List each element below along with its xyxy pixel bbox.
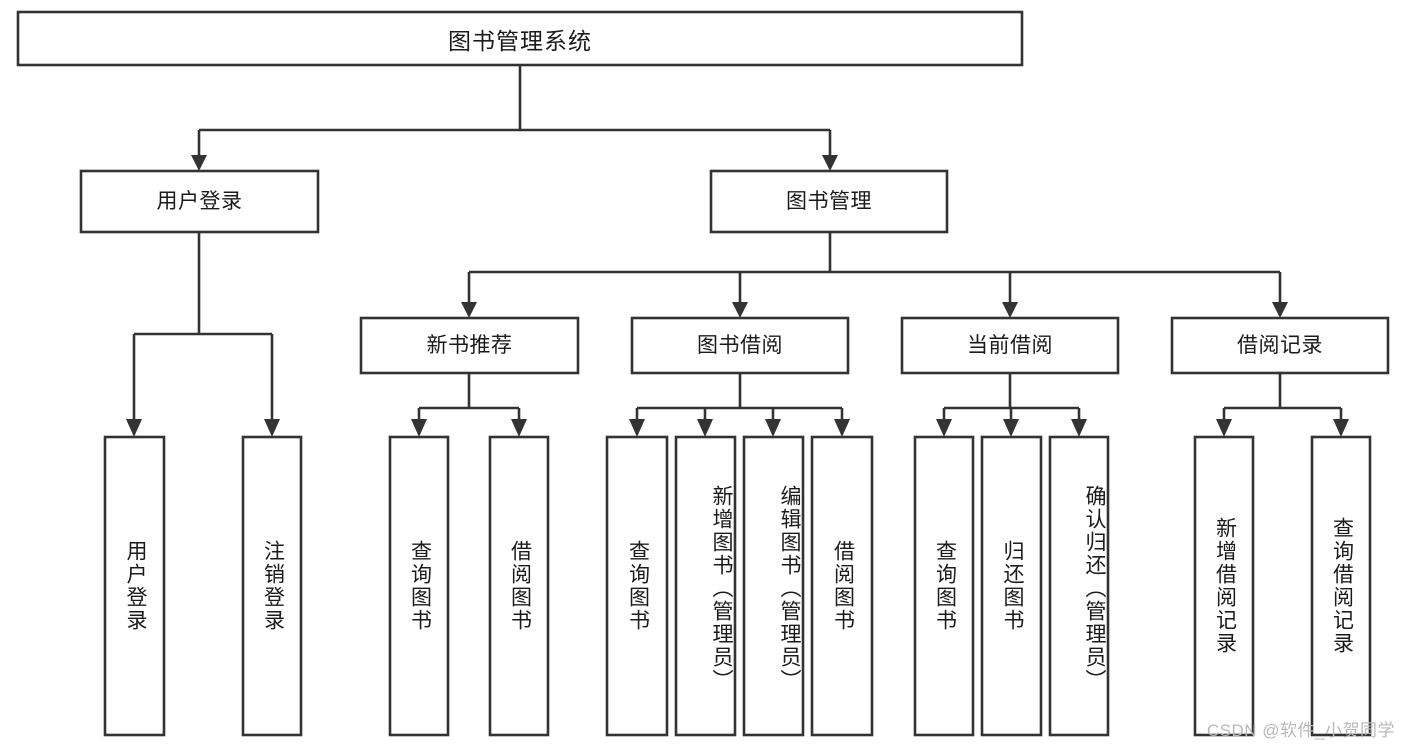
node-root[interactable] [16, 10, 1024, 67]
node-borrow-records[interactable] [1170, 316, 1390, 375]
arrow-leaf-nb-query [411, 419, 427, 437]
arrow-leaf-br-query [1333, 419, 1349, 437]
arrow-leaf-bb-borrow [834, 419, 850, 437]
arrow-to-borrow [732, 302, 748, 318]
watermark-text: CSDN @软件_小贺同学 [1206, 721, 1395, 740]
arrow-leaf-nb-borrow [511, 419, 527, 437]
arrow-leaf-user-login [126, 419, 142, 437]
arrow-leaf-cb-confirm [1071, 419, 1087, 437]
leafbox-nb-query-book[interactable] [388, 435, 450, 737]
leafbox-br-add-record[interactable] [1193, 435, 1255, 737]
arrow-leaf-cb-return [1003, 419, 1019, 437]
leafbox-logout[interactable] [241, 435, 303, 737]
arrow-to-user-login [191, 155, 207, 171]
leafbox-cb-query-book[interactable] [913, 435, 975, 737]
arrow-leaf-cb-query [936, 419, 952, 437]
arrow-leaf-bb-query [629, 419, 645, 437]
node-book-borrow[interactable] [630, 316, 850, 375]
arrow-leaf-bb-add [697, 419, 713, 437]
leafbox-bb-borrow-book[interactable] [810, 435, 874, 737]
leafbox-bb-add-book[interactable] [674, 435, 737, 737]
leafbox-br-query-record[interactable] [1310, 435, 1372, 737]
leafbox-bb-edit-book[interactable] [742, 435, 805, 737]
arrow-leaf-bb-edit [765, 419, 781, 437]
leafbox-cb-return-book[interactable] [980, 435, 1043, 737]
node-user-login[interactable] [79, 169, 320, 234]
node-current-borrow[interactable] [900, 316, 1120, 375]
leafbox-cb-confirm-return[interactable] [1048, 435, 1110, 737]
arrow-to-current [1002, 302, 1018, 318]
arrow-leaf-logout [264, 419, 280, 437]
arrow-to-records [1272, 302, 1288, 318]
arrow-to-new-book [461, 302, 477, 318]
arrow-to-book-manage [822, 155, 838, 171]
leafbox-bb-query-book[interactable] [605, 435, 669, 737]
arrow-leaf-br-add [1216, 419, 1232, 437]
node-new-book-recommend[interactable] [359, 316, 580, 375]
node-book-manage[interactable] [709, 169, 949, 234]
leafbox-user-login[interactable] [103, 435, 166, 737]
leafbox-nb-borrow-book[interactable] [488, 435, 550, 737]
